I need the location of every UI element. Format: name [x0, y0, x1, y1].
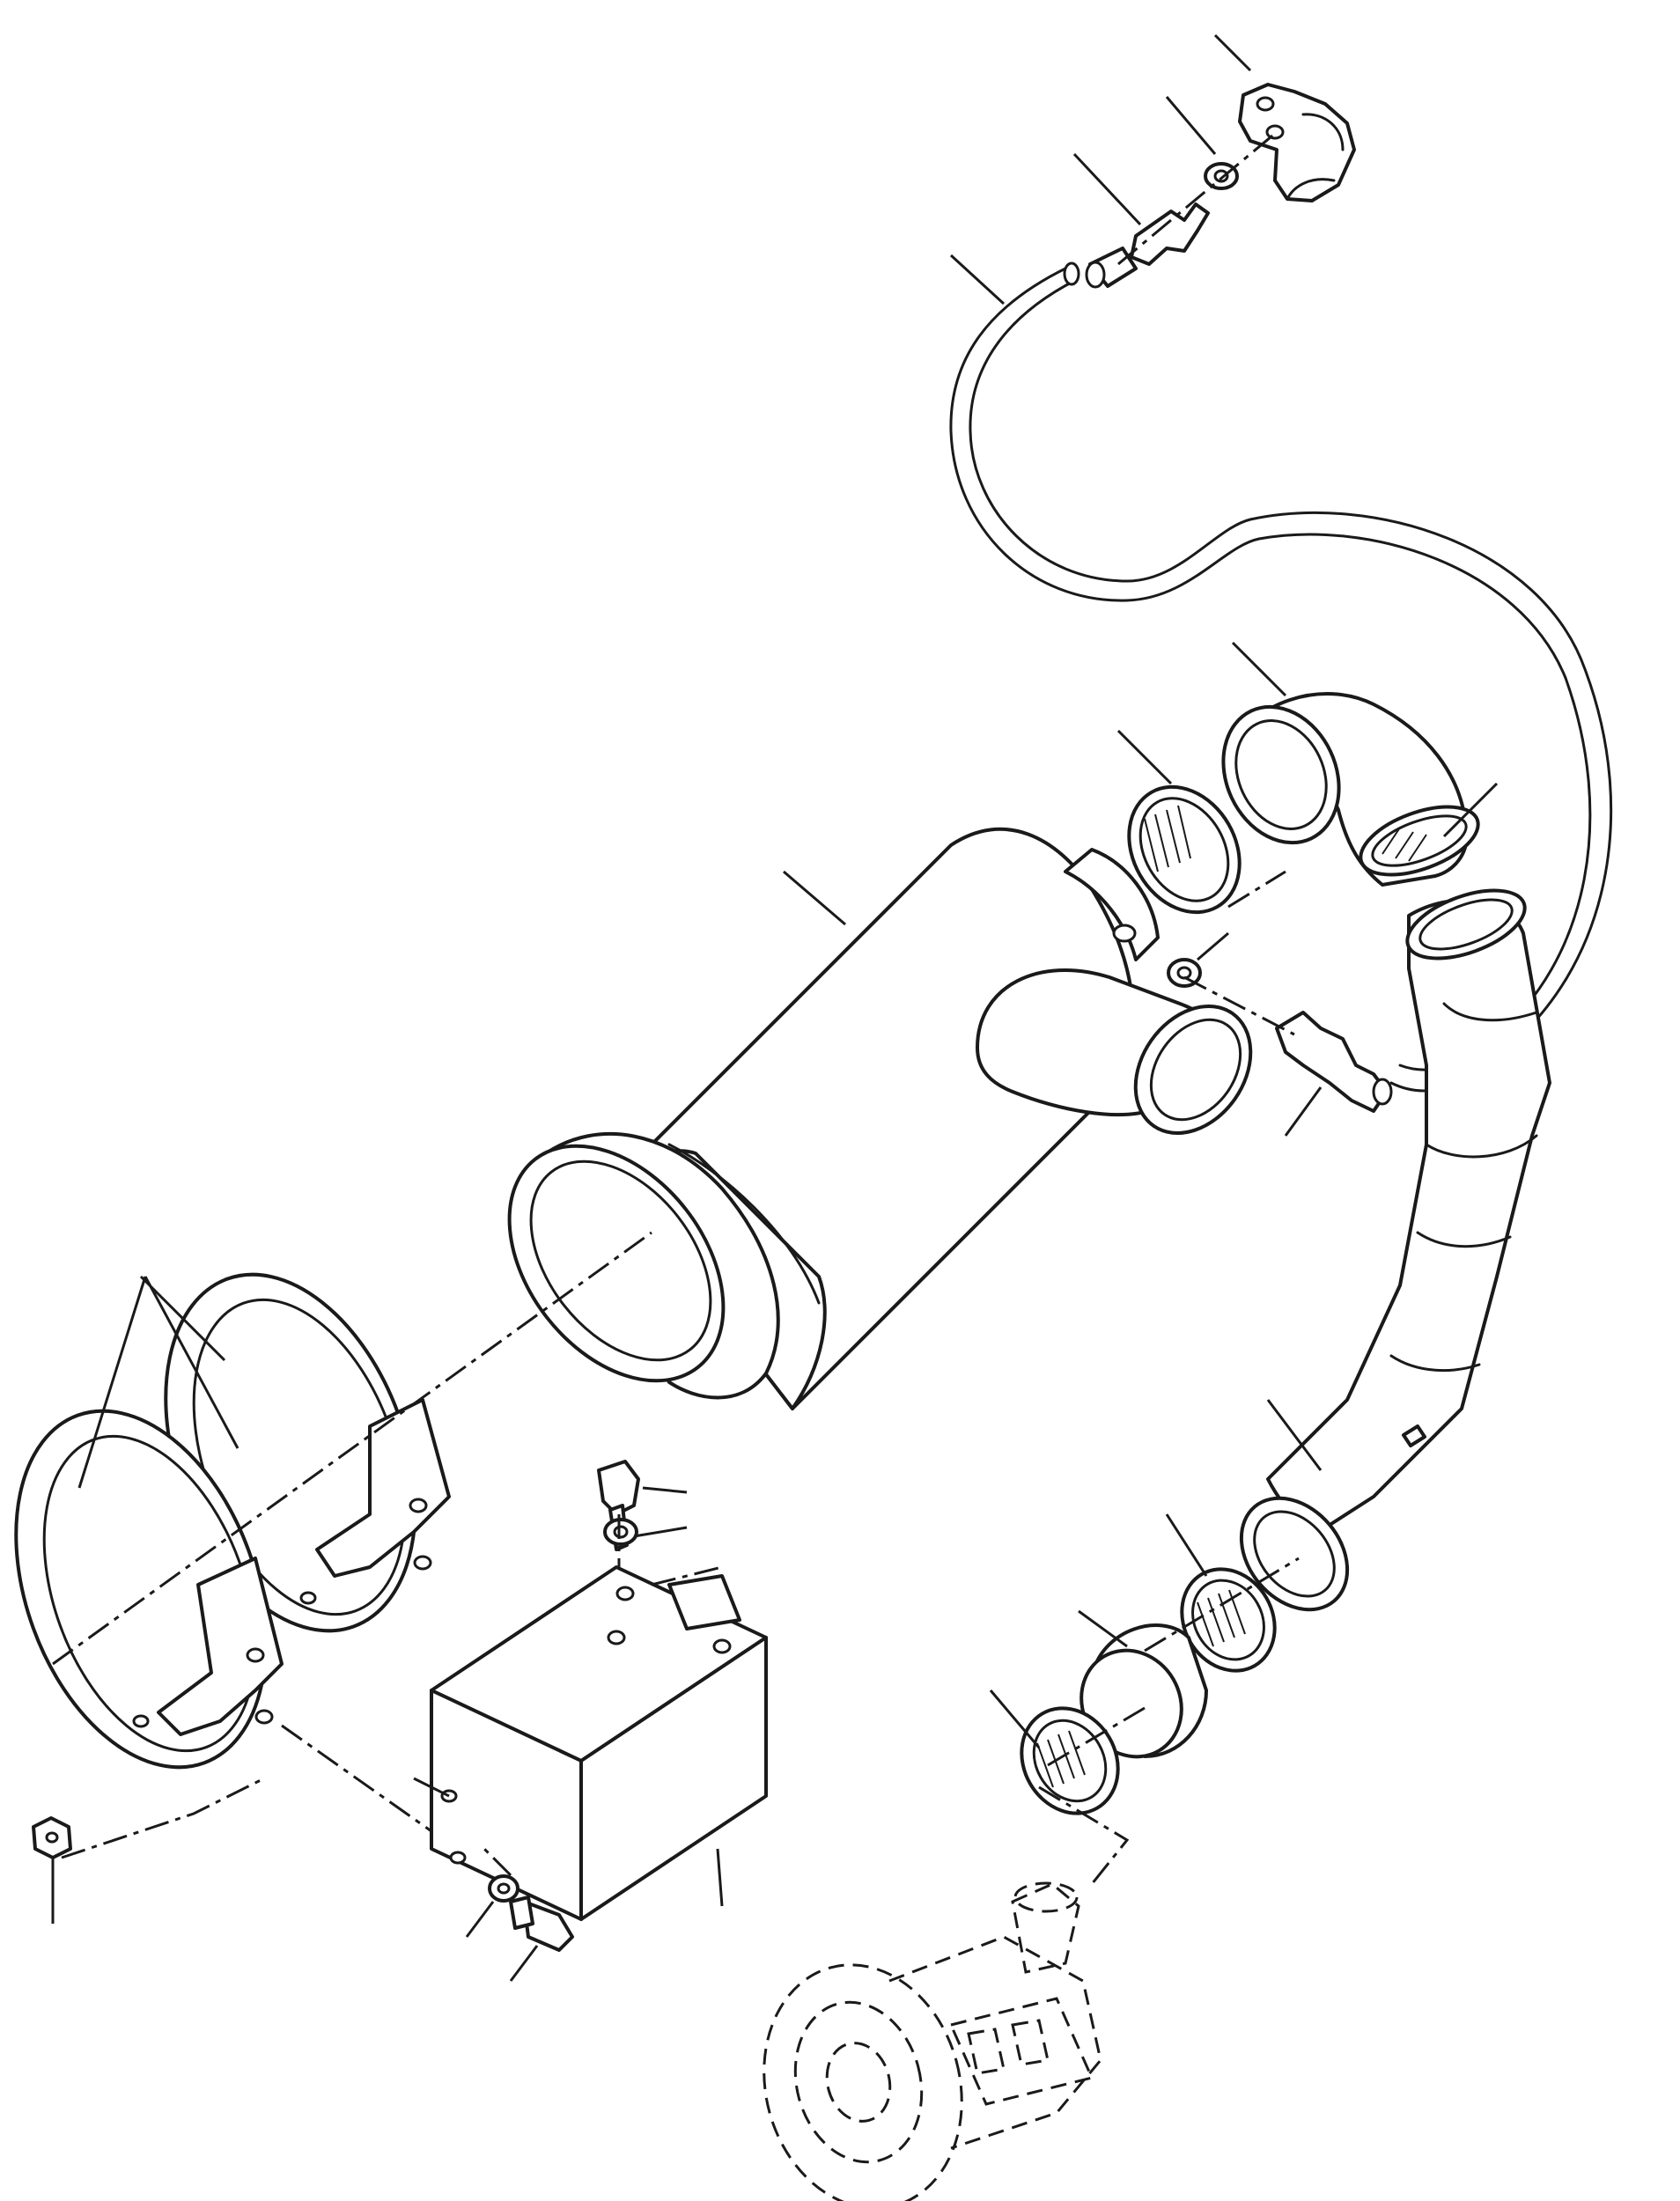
connector-fitting-top [1085, 202, 1210, 289]
hose-clamp-lower-right [1180, 1567, 1277, 1673]
leader-lines [51, 33, 1499, 1982]
air-cleaner-housing [507, 827, 1160, 1410]
lock-washer-lower [488, 1874, 519, 1903]
hex-nut [32, 1816, 72, 1859]
hose-clamp-lower-left [1020, 1706, 1120, 1815]
mounting-band-front [14, 1409, 284, 1770]
assembly-axis-lines [52, 130, 1300, 1885]
lock-washer-upper [603, 1518, 638, 1546]
sealing-washer-mid [1167, 958, 1202, 988]
air-cleaner-outlet-tube [976, 968, 1253, 1136]
hose-clamp-upper-right [1359, 805, 1480, 877]
breather-hose [949, 261, 1613, 1093]
bolt-lower [509, 1896, 574, 1952]
intake-pipe [1239, 888, 1551, 1612]
hose-clamp-upper-left [1127, 784, 1242, 915]
connector-fitting-mid [1275, 1011, 1393, 1113]
turbocharger-reference [763, 1881, 1102, 2201]
breather-elbow-fitting [1238, 83, 1356, 202]
mounting-bracket-plate [430, 1565, 768, 1921]
sealing-washer-top [1204, 162, 1239, 190]
